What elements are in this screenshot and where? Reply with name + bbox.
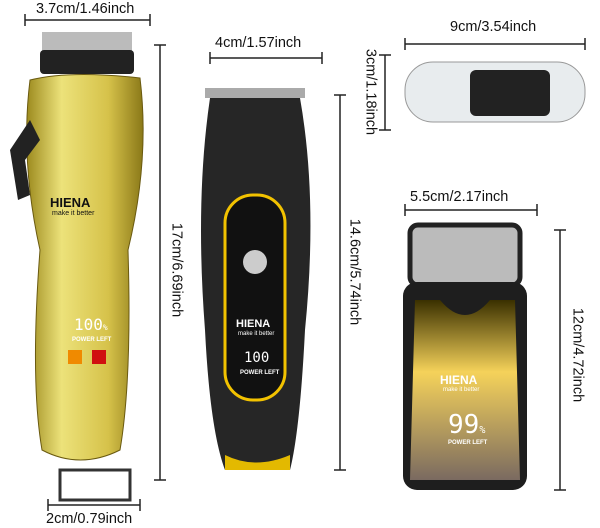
clipper-battery-value: 100	[74, 315, 103, 334]
nose-trimmer-height-label: 3cm/1.18inch	[362, 48, 379, 136]
dimension-lines	[24, 14, 586, 511]
clipper-tagline: make it better	[52, 210, 95, 217]
foil-shaver	[403, 222, 527, 490]
shaver-brand: HIENA	[440, 373, 478, 387]
trimmer-width-label: 4cm/1.57inch	[215, 35, 302, 51]
trimmer-tagline: make it better	[238, 331, 275, 337]
clipper-width-label: 3.7cm/1.46inch	[36, 1, 135, 17]
shaver-height-label: 12cm/4.72inch	[569, 307, 586, 403]
trimmer-brand: HIENA	[236, 318, 271, 330]
shaver-battery-value: 99	[448, 410, 480, 440]
nose-trimmer	[404, 61, 586, 123]
trimmer-height-label: 14.6cm/5.74inch	[346, 218, 363, 326]
nose-trimmer-width-label: 9cm/3.54inch	[450, 19, 537, 35]
clipper-power-label: POWER LEFT	[72, 337, 112, 343]
gold-clipper	[10, 32, 144, 502]
shaver-power-label: POWER LEFT	[448, 440, 488, 446]
clipper-brand: HIENA	[50, 195, 91, 210]
clipper-height-label: 17cm/6.69inch	[168, 222, 185, 318]
trimmer-power-label: POWER LEFT	[240, 370, 280, 376]
black-trimmer	[201, 88, 311, 470]
shaver-tagline: make it better	[443, 387, 480, 393]
clipper-battery-unit: %	[102, 323, 108, 332]
shaver-battery-unit: %	[479, 425, 486, 436]
shaver-width-label: 5.5cm/2.17inch	[410, 189, 509, 205]
clipper-base-label: 2cm/0.79inch	[46, 511, 133, 527]
trimmer-battery-value: 100	[244, 350, 270, 366]
